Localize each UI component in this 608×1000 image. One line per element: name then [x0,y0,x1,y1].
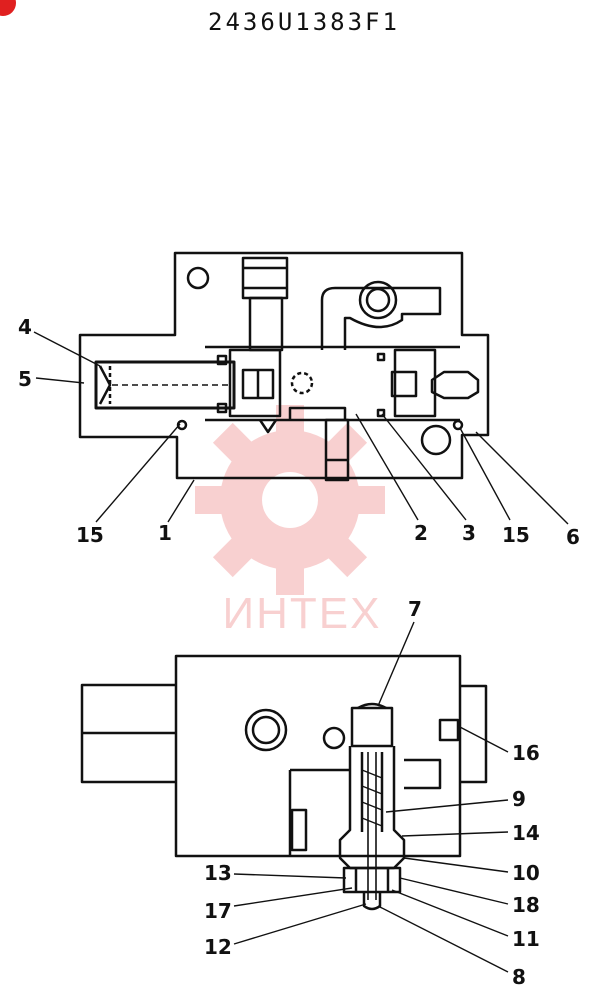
part-number-title: 2436U1383F1 [208,8,400,36]
callout-1: 1 [158,521,172,545]
watermark: ИНТЕХ [195,405,385,638]
callout-13: 13 [204,861,232,885]
plug-16 [438,718,460,742]
port-hole-lower-right [420,424,452,456]
callout-5: 5 [18,367,32,391]
locknut [342,866,402,894]
callout-9: 9 [512,787,526,811]
top-fitting [241,256,289,300]
valve-body-side [174,654,462,858]
callout-6: 6 [566,525,580,549]
port-hole-side [244,708,288,752]
port-hole-left [186,266,210,290]
adjust-screw-tip [362,892,382,911]
top-view [78,251,490,482]
callout-3: 3 [462,521,476,545]
valve-body-outline [78,251,490,480]
callout-14: 14 [512,821,540,845]
plug-left [94,360,236,410]
relief-housing [338,746,406,870]
watermark-text: ИНТЕХ [223,589,382,638]
bottom-view-callouts: 7 16 9 14 10 18 11 8 13 17 12 [204,597,540,989]
bottom-view-leaders [233,621,509,973]
callout-4: 4 [18,315,32,339]
callout-16: 16 [512,741,540,765]
callout-15-left: 15 [76,523,104,547]
gear-logo-icon [195,405,385,595]
callout-10: 10 [512,861,540,885]
callout-18: 18 [512,893,540,917]
callout-17: 17 [204,899,232,923]
bottom-view [80,654,488,911]
port-hole-right [358,280,398,320]
corner-badge [0,0,16,16]
callout-11: 11 [512,927,540,951]
callout-8: 8 [512,965,526,989]
callout-15-right: 15 [502,523,530,547]
top-view-callouts: 4 5 15 1 2 3 15 6 [18,315,580,549]
top-view-leaders [33,331,569,525]
bottom-plug [324,418,350,482]
callout-2: 2 [414,521,428,545]
callout-7: 7 [408,597,422,621]
check-ball [290,371,314,395]
right-port-channel [320,286,442,350]
callout-12: 12 [204,935,232,959]
